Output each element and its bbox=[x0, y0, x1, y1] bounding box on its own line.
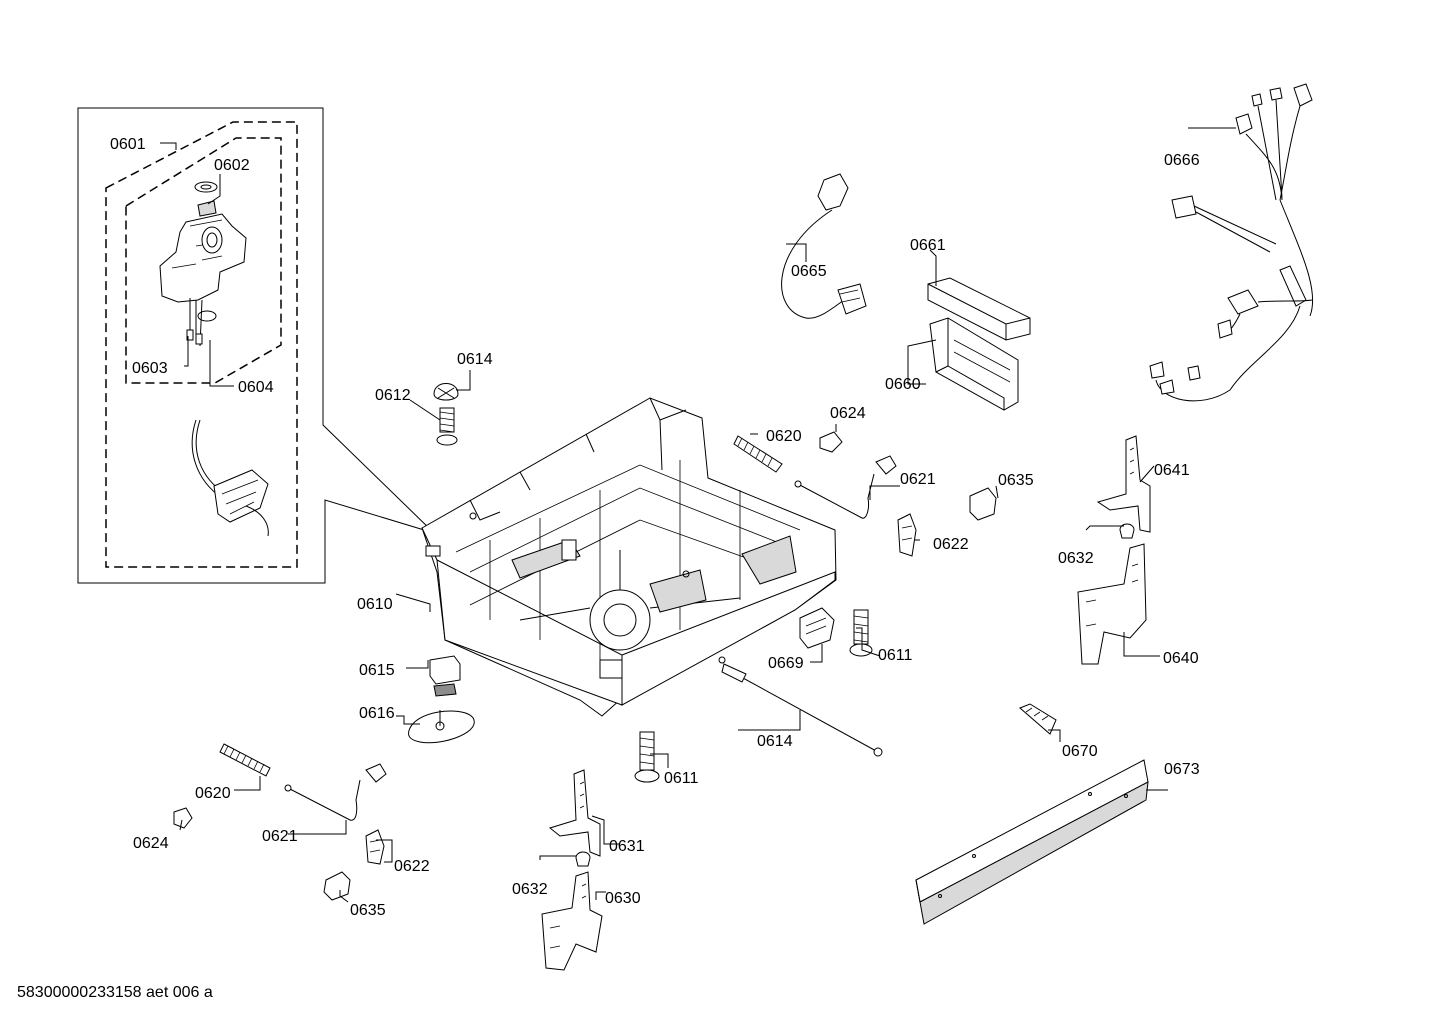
mains-cable bbox=[781, 173, 867, 319]
label-0611-right[interactable]: 0611 bbox=[878, 647, 913, 664]
label-0630[interactable]: 0630 bbox=[605, 890, 641, 907]
label-0610[interactable]: 0610 bbox=[357, 596, 393, 613]
cover-0661 bbox=[927, 277, 1031, 341]
hinge-clip-right bbox=[897, 513, 917, 557]
label-0640[interactable]: 0640 bbox=[1163, 650, 1199, 667]
label-0616[interactable]: 0616 bbox=[359, 705, 395, 722]
label-0635-left[interactable]: 0635 bbox=[350, 902, 386, 919]
housing-0660 bbox=[929, 317, 1019, 411]
bracket-0635-right bbox=[969, 487, 997, 521]
sensor-0615 bbox=[429, 655, 461, 697]
hinge-cable-left bbox=[284, 763, 387, 821]
kickplate-0673 bbox=[915, 759, 1149, 925]
label-0622-right[interactable]: 0622 bbox=[933, 536, 969, 553]
label-0620-right[interactable]: 0620 bbox=[766, 428, 802, 445]
label-0602[interactable]: 0602 bbox=[214, 157, 250, 174]
base-frame bbox=[421, 397, 837, 717]
label-0620-left[interactable]: 0620 bbox=[195, 785, 231, 802]
label-0624-right[interactable]: 0624 bbox=[830, 405, 866, 422]
label-0614-rod[interactable]: 0614 bbox=[757, 733, 793, 750]
label-0621-right[interactable]: 0621 bbox=[900, 471, 936, 488]
label-0632-right[interactable]: 0632 bbox=[1058, 550, 1094, 567]
adjustable-foot-top bbox=[433, 383, 459, 446]
label-0665[interactable]: 0665 bbox=[791, 263, 827, 280]
label-0611-lower[interactable]: 0611 bbox=[664, 770, 699, 787]
disk-0616 bbox=[407, 710, 475, 744]
label-0669[interactable]: 0669 bbox=[768, 655, 804, 672]
spring-left bbox=[219, 743, 271, 777]
bracket-0635-left bbox=[323, 871, 351, 901]
label-0631[interactable]: 0631 bbox=[609, 838, 645, 855]
label-0635-right[interactable]: 0635 bbox=[998, 472, 1034, 489]
cap-0624-right bbox=[819, 431, 843, 453]
rod-0614 bbox=[721, 663, 883, 757]
label-0670[interactable]: 0670 bbox=[1062, 743, 1098, 760]
label-0614-top[interactable]: 0614 bbox=[457, 351, 493, 368]
label-0661[interactable]: 0661 bbox=[910, 237, 946, 254]
part-0669 bbox=[799, 607, 835, 649]
spring-right bbox=[733, 435, 783, 473]
hinge-clip-left bbox=[365, 829, 385, 865]
label-0632-lower[interactable]: 0632 bbox=[512, 881, 548, 898]
hinge-cable-right bbox=[794, 455, 897, 519]
leader-lines bbox=[160, 127, 1236, 903]
inlet-valve-assembly bbox=[159, 181, 247, 347]
inlet-hose bbox=[191, 419, 269, 537]
detail-inset bbox=[77, 107, 435, 584]
cap-0624-left bbox=[173, 807, 193, 829]
part-0670 bbox=[1019, 703, 1057, 735]
drawing-code: 58300000233158 aet 006 a bbox=[17, 984, 213, 1001]
label-0660[interactable]: 0660 bbox=[885, 376, 921, 393]
label-0673[interactable]: 0673 bbox=[1164, 761, 1200, 778]
part-labels: 0601 0602 0603 0604 0610 0611 0611 0612 … bbox=[110, 136, 1200, 919]
label-0601[interactable]: 0601 bbox=[110, 136, 146, 153]
label-0615[interactable]: 0615 bbox=[359, 662, 395, 679]
foot-0611-right bbox=[849, 609, 873, 657]
label-0666[interactable]: 0666 bbox=[1164, 152, 1200, 169]
label-0603[interactable]: 0603 bbox=[132, 360, 168, 377]
wire-harness bbox=[1149, 83, 1314, 402]
label-0624-left[interactable]: 0624 bbox=[133, 835, 169, 852]
label-0622-left[interactable]: 0622 bbox=[394, 858, 430, 875]
hinge-right bbox=[1077, 435, 1151, 665]
label-0612[interactable]: 0612 bbox=[375, 387, 411, 404]
hinge-bottom bbox=[541, 769, 603, 971]
label-0641[interactable]: 0641 bbox=[1154, 462, 1190, 479]
label-0604[interactable]: 0604 bbox=[238, 379, 274, 396]
foot-0611-lower bbox=[634, 731, 660, 783]
label-0621-left[interactable]: 0621 bbox=[262, 828, 298, 845]
